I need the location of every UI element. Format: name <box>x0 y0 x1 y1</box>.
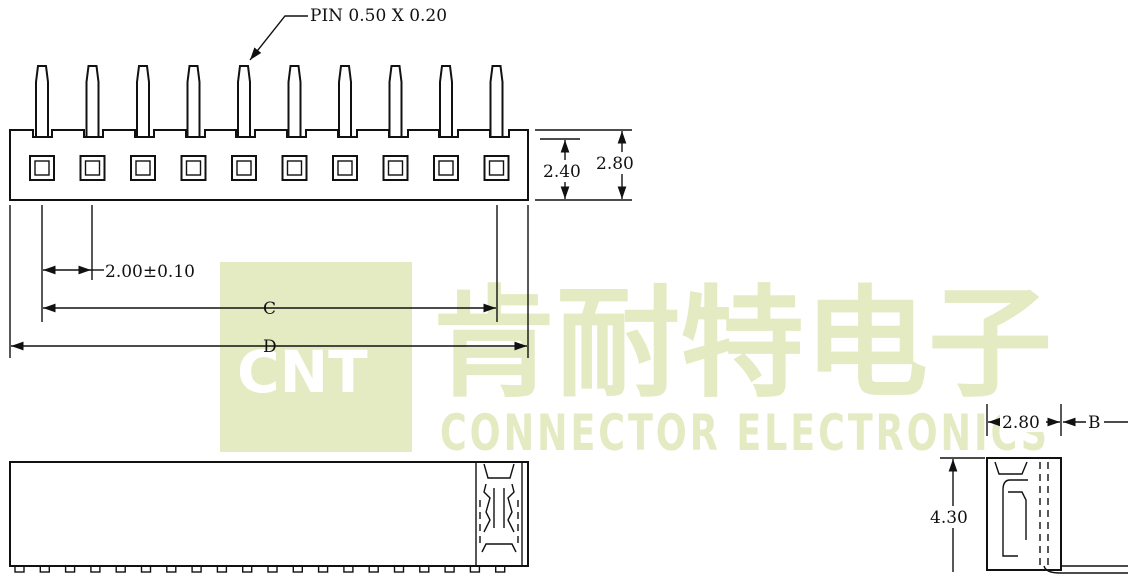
bottom-tab <box>317 565 329 573</box>
bottom-tab <box>495 565 506 573</box>
contact-cavity-outer <box>281 155 308 181</box>
side-view-body <box>986 457 1062 571</box>
contact-cavity-inner <box>286 160 303 176</box>
pin <box>136 65 150 137</box>
front-view: PIN 0.50 X 0.20 2.40 2.80 2.00±0.10 C D <box>9 6 640 358</box>
watermark-logo-box <box>220 262 412 452</box>
latch-left-arm <box>483 483 491 533</box>
bottom-tab <box>191 565 202 573</box>
bottom-tab <box>292 565 303 573</box>
contact-cavity-inner <box>438 160 454 176</box>
side-b-label-bg <box>1086 412 1104 432</box>
bottom-view <box>9 461 529 573</box>
bottom-tab <box>14 565 25 573</box>
dim-240-label: 2.40 <box>543 162 581 182</box>
side-view: 2.80 B 4.30 <box>928 404 1128 574</box>
pitch-label: 2.00±0.10 <box>105 262 195 282</box>
contact-cavity-outer <box>180 155 207 181</box>
contact-cavity-inner <box>135 160 151 176</box>
bottom-tab <box>267 565 278 573</box>
contact-cavity-outer <box>332 155 358 181</box>
dim-c-label: C <box>263 299 276 319</box>
watermark-logo: CNT <box>237 338 368 406</box>
pin <box>35 65 49 137</box>
side-cavity-profile <box>994 461 1028 475</box>
bottom-tab <box>419 565 430 573</box>
connector-body-outline <box>9 129 529 201</box>
contact-cavity-inner <box>84 160 101 176</box>
watermark-chinese-text: 肯耐特电子 <box>432 275 1052 414</box>
contact-cavity-inner <box>34 160 50 176</box>
bottom-tab <box>140 565 152 573</box>
watermark: CNT 肯耐特电子 CONNECTOR ELECTRONICS <box>220 262 1052 462</box>
contact-cavity-outer <box>29 155 55 181</box>
contact-cavity-inner <box>337 160 353 176</box>
latch-detail <box>475 462 523 566</box>
bottom-view-body <box>9 461 529 567</box>
bottom-tab <box>115 565 126 573</box>
pin <box>338 65 352 137</box>
side-width-label-bg <box>1000 412 1046 432</box>
contact-cavity-inner <box>488 160 505 176</box>
side-pin-tail <box>1043 565 1128 574</box>
pin <box>489 65 504 137</box>
bottom-tab <box>166 565 177 573</box>
contact-cavity-outer <box>433 155 459 181</box>
bottom-tab <box>393 565 405 573</box>
pin <box>237 65 251 137</box>
bottom-tab <box>444 565 455 573</box>
pin <box>186 65 201 137</box>
pin <box>85 65 100 137</box>
bottom-tab <box>343 565 354 573</box>
pin-leader-line <box>249 15 308 61</box>
pin-group <box>35 65 504 137</box>
dim-d-label: D <box>263 337 277 357</box>
side-height-label: 4.30 <box>930 508 968 528</box>
side-b-label: B <box>1088 413 1101 433</box>
bottom-tab-group <box>14 565 506 573</box>
bottom-tab <box>39 565 50 573</box>
contact-cavity-outer <box>483 155 510 181</box>
latch-top-clip <box>483 463 515 479</box>
bottom-tab <box>469 565 481 573</box>
bottom-tab <box>368 565 379 573</box>
bottom-tab <box>241 565 253 573</box>
pin <box>287 65 302 137</box>
dim-240-label-bg <box>541 160 587 182</box>
bottom-tab <box>216 565 228 573</box>
contact-cavity-inner <box>185 160 202 176</box>
latch-bottom-foot <box>481 543 517 553</box>
side-contact-spring <box>1002 479 1028 557</box>
contact-cavity-inner <box>387 160 404 176</box>
contact-cavity-outer <box>231 155 257 181</box>
watermark-english-text: CONNECTOR ELECTRONICS <box>440 404 1050 462</box>
contact-cavity-outer <box>382 155 409 181</box>
side-contact-inner <box>1008 491 1027 540</box>
cavity-group <box>29 155 510 181</box>
contact-cavity-outer <box>79 155 106 181</box>
side-width-label: 2.80 <box>1002 413 1040 433</box>
side-height-label-bg <box>928 506 976 528</box>
contact-cavity-outer <box>130 155 156 181</box>
dim-280-label-bg <box>594 152 640 174</box>
contact-cavity-inner <box>236 160 252 176</box>
pin <box>388 65 403 137</box>
dim-280-label: 2.80 <box>596 154 634 174</box>
pin <box>439 65 453 137</box>
bottom-tab <box>64 565 76 573</box>
pin-spec-label: PIN 0.50 X 0.20 <box>310 6 447 26</box>
bottom-tab <box>90 565 101 573</box>
latch-right-arm <box>507 483 515 533</box>
